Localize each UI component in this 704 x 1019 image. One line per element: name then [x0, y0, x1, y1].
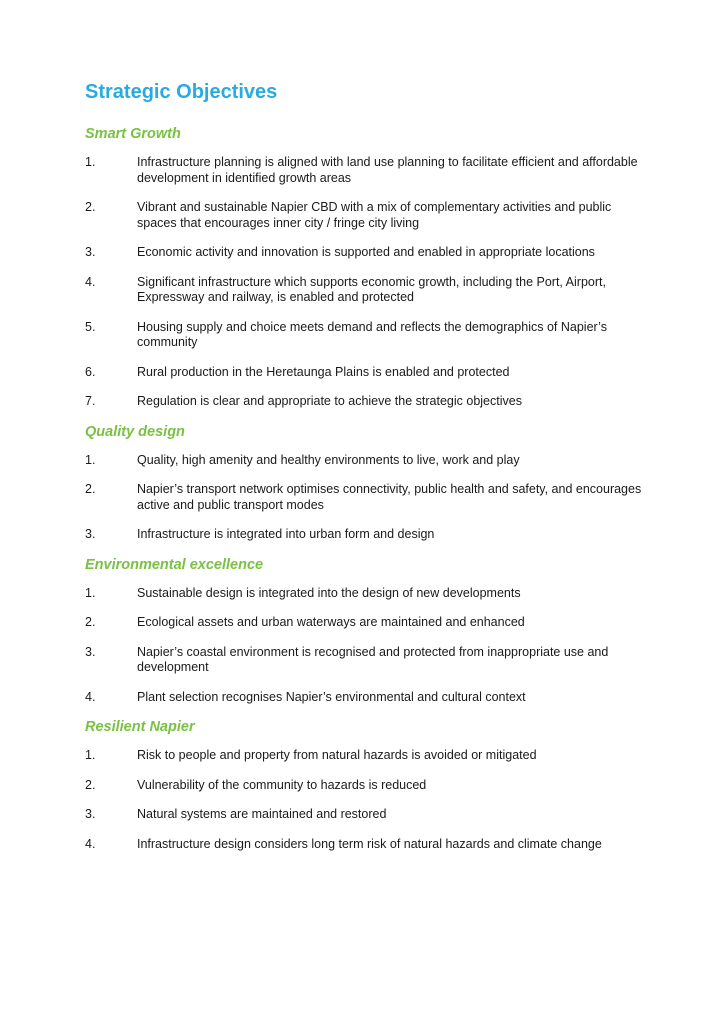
objective-item: 1. Sustainable design is integrated into … [85, 586, 645, 602]
objective-text: Housing supply and choice meets demand a… [137, 319, 607, 350]
objective-text: Plant selection recognises Napier’s envi… [137, 689, 526, 704]
objective-item: 2. Napier’s transport network optimises c… [85, 482, 645, 513]
objective-text: Infrastructure is integrated into urban … [137, 527, 435, 541]
objective-number: 5. [85, 319, 96, 334]
objective-text: Infrastructure planning is aligned with … [137, 155, 638, 185]
objective-item: 2. Ecological assets and urban waterways … [85, 615, 645, 631]
objective-item: 3. Infrastructure is integrated into urba… [85, 527, 645, 543]
objective-list: 1. Risk to people and property from natur… [85, 748, 645, 852]
objective-text: Sustainable design is integrated into th… [137, 585, 521, 600]
objective-text: Napier’s transport network optimises con… [137, 482, 642, 512]
objectives-sections: Smart Growth 1. Infrastructure planning is… [85, 125, 645, 852]
objective-number: 1. [85, 452, 96, 467]
objective-text: Quality, high amenity and healthy enviro… [137, 452, 520, 467]
objective-number: 2. [85, 200, 96, 214]
objective-list: 1. Infrastructure planning is aligned wit… [85, 155, 645, 410]
objective-item: 1. Quality, high amenity and healthy envi… [85, 453, 645, 469]
objective-text: Regulation is clear and appropriate to a… [137, 394, 522, 408]
objective-text: Economic activity and innovation is supp… [137, 245, 595, 259]
objective-item: 3. Napier’s coastal environment is recogn… [85, 645, 645, 676]
objective-text: Natural systems are maintained and resto… [137, 807, 387, 821]
objective-item: 3. Natural systems are maintained and res… [85, 807, 645, 823]
objective-item: 4. Significant infrastructure which suppo… [85, 275, 645, 306]
objective-number: 6. [85, 364, 96, 379]
objective-number: 1. [85, 748, 96, 762]
objective-number: 2. [85, 482, 96, 496]
objective-item: 5. Housing supply and choice meets demand… [85, 320, 645, 351]
section-heading: Quality design [85, 423, 185, 440]
objective-number: 3. [85, 527, 96, 541]
objective-item: 4. Infrastructure design considers long t… [85, 837, 645, 853]
objective-text: Vulnerability of the community to hazard… [137, 777, 427, 792]
section-heading: Resilient Napier [85, 719, 195, 735]
document-page: Strategic Objectives Smart Growth 1. Infra… [85, 78, 645, 852]
objective-number: 3. [85, 644, 96, 659]
objective-item: 4. Plant selection recognises Napier’s en… [85, 690, 645, 706]
section-heading: Environmental excellence [85, 556, 264, 573]
objective-item: 3. Economic activity and innovation is su… [85, 245, 645, 261]
objective-item: 7. Regulation is clear and appropriate to… [85, 394, 645, 410]
objective-number: 1. [85, 585, 96, 600]
objective-text: Vibrant and sustainable Napier CBD with … [137, 200, 612, 230]
objective-number: 7. [85, 394, 96, 408]
page-title: Strategic Objectives [85, 81, 278, 103]
objective-item: 1. Infrastructure planning is aligned wit… [85, 155, 645, 186]
objective-item: 2. Vibrant and sustainable Napier CBD wit… [85, 200, 645, 231]
objective-item: 6. Rural production in the Heretaunga Pla… [85, 365, 645, 381]
objective-number: 3. [85, 807, 96, 821]
objective-item: 1. Risk to people and property from natur… [85, 748, 645, 764]
objective-number: 1. [85, 155, 96, 169]
objective-number: 4. [85, 274, 96, 289]
objective-item: 2. Vulnerability of the community to haza… [85, 778, 645, 794]
objective-number: 2. [85, 777, 96, 792]
section-heading: Smart Growth [85, 126, 181, 142]
objective-text: Ecological assets and urban waterways ar… [137, 615, 525, 629]
objective-number: 4. [85, 689, 96, 704]
objective-number: 4. [85, 836, 96, 851]
objective-text: Significant infrastructure which support… [137, 274, 606, 305]
objective-text: Napier’s coastal environment is recognis… [137, 644, 609, 675]
objective-list: 1. Quality, high amenity and healthy envi… [85, 453, 645, 543]
objective-text: Rural production in the Heretaunga Plain… [137, 364, 510, 379]
objective-text: Risk to people and property from natural… [137, 748, 537, 762]
objective-number: 2. [85, 615, 96, 629]
objective-number: 3. [85, 245, 96, 259]
objective-list: 1. Sustainable design is integrated into … [85, 586, 645, 706]
objective-text: Infrastructure design considers long ter… [137, 836, 602, 851]
